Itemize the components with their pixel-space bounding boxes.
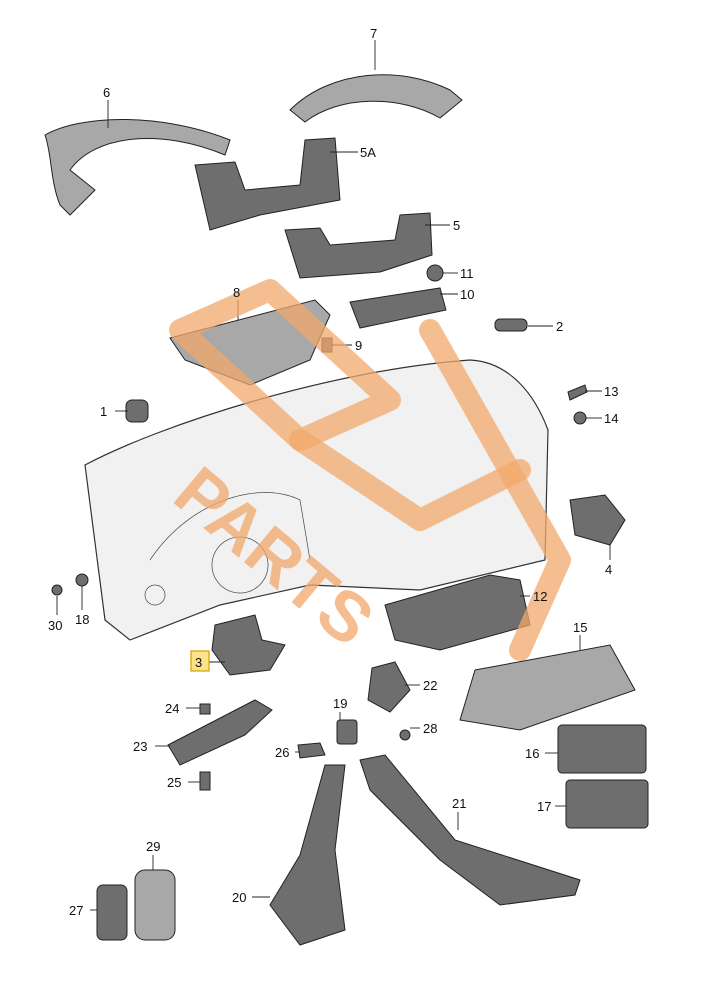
callout-10: 10 bbox=[460, 287, 474, 302]
part-5-bracket bbox=[284, 212, 433, 279]
part-1-cap bbox=[125, 399, 149, 423]
part-6-duct bbox=[44, 119, 231, 216]
callout-14: 14 bbox=[604, 411, 618, 426]
callout-2: 2 bbox=[556, 319, 563, 334]
part-15-frame bbox=[459, 644, 636, 731]
callout-25: 25 bbox=[167, 775, 181, 790]
part-29-cover bbox=[134, 869, 176, 941]
callout-29: 29 bbox=[146, 839, 160, 854]
part-18-screw bbox=[75, 573, 89, 587]
callout-23: 23 bbox=[133, 739, 147, 754]
part-24-clip bbox=[199, 703, 211, 715]
callout-8: 8 bbox=[233, 285, 240, 300]
part-26-clip bbox=[297, 742, 326, 759]
dashboard-switch bbox=[144, 584, 166, 606]
callout-13: 13 bbox=[604, 384, 618, 399]
part-28-screw bbox=[399, 729, 411, 741]
callout-5: 5 bbox=[453, 218, 460, 233]
dashboard-steering-opening bbox=[211, 536, 269, 594]
part-27-cover bbox=[96, 884, 128, 941]
part-20-duct bbox=[269, 764, 346, 946]
part-19-cover bbox=[336, 719, 358, 745]
leader-lines bbox=[56, 40, 611, 911]
callout-30: 30 bbox=[48, 618, 62, 633]
callout-6: 6 bbox=[103, 85, 110, 100]
callout-22: 22 bbox=[423, 678, 437, 693]
callout-18: 18 bbox=[75, 612, 89, 627]
part-5a-bracket bbox=[194, 137, 341, 231]
part-30-screw bbox=[51, 584, 63, 596]
part-7-duct bbox=[289, 74, 463, 123]
part-17-control-panel bbox=[565, 779, 649, 829]
callout-27: 27 bbox=[69, 903, 83, 918]
callout-28: 28 bbox=[423, 721, 437, 736]
part-22-bracket bbox=[367, 661, 411, 713]
part-10-vent bbox=[349, 287, 447, 329]
callout-11: 11 bbox=[460, 266, 474, 281]
callout-24: 24 bbox=[165, 701, 179, 716]
callout-labels: 7 6 5A 5 11 10 8 2 9 1 13 14 4 12 15 30 … bbox=[48, 26, 618, 918]
callout-5a: 5A bbox=[360, 145, 376, 160]
callout-21: 21 bbox=[452, 796, 466, 811]
callout-4: 4 bbox=[605, 562, 612, 577]
part-13-bolt bbox=[567, 384, 588, 401]
dashboard-inner-cluster bbox=[149, 492, 311, 561]
part-23-duct bbox=[167, 699, 273, 766]
part-14-nut bbox=[573, 411, 587, 425]
callout-20: 20 bbox=[232, 890, 246, 905]
callout-7: 7 bbox=[370, 26, 377, 41]
callout-9: 9 bbox=[355, 338, 362, 353]
part-25-screw bbox=[199, 771, 211, 791]
part-11-clip bbox=[426, 264, 444, 282]
part-4-vent bbox=[569, 494, 626, 546]
callout-1: 1 bbox=[100, 404, 107, 419]
callout-3-highlight bbox=[190, 650, 210, 672]
part-21-duct bbox=[359, 754, 581, 906]
callout-19: 19 bbox=[333, 696, 347, 711]
callout-26: 26 bbox=[275, 745, 289, 760]
callout-16: 16 bbox=[525, 746, 539, 761]
callout-15: 15 bbox=[573, 620, 587, 635]
part-3-vent bbox=[211, 614, 286, 676]
callout-12: 12 bbox=[533, 589, 547, 604]
callout-3: 3 bbox=[195, 655, 202, 670]
part-2-cover bbox=[494, 318, 528, 332]
callout-17: 17 bbox=[537, 799, 551, 814]
part-16-display bbox=[557, 724, 647, 774]
